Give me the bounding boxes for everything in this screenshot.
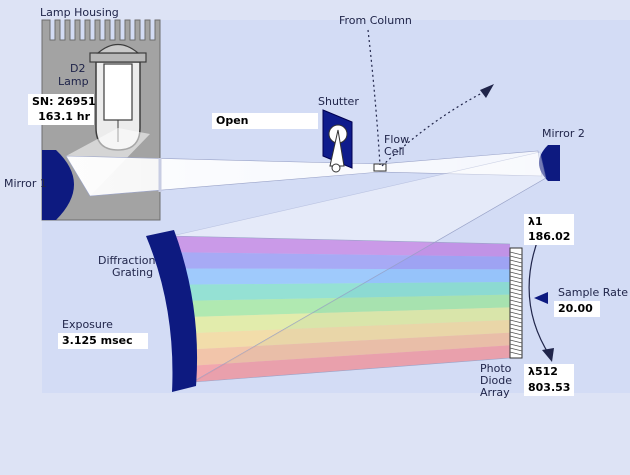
zero-order-ray bbox=[195, 177, 547, 381]
serial-number-value: SN: 26951 bbox=[28, 94, 96, 110]
cell-label: Cell bbox=[384, 145, 405, 158]
eye-icon bbox=[534, 292, 548, 304]
diode-element bbox=[509, 323, 523, 328]
mirror-2-label: Mirror 2 bbox=[542, 127, 585, 140]
diode-label: Diode bbox=[480, 374, 513, 387]
shutter bbox=[322, 109, 353, 173]
flow-cell bbox=[373, 163, 387, 172]
diode-element bbox=[509, 319, 523, 324]
photo-diode-array bbox=[509, 247, 523, 359]
d2-label: D2 bbox=[70, 62, 86, 75]
diode-element bbox=[509, 263, 523, 268]
spectrum-band bbox=[179, 282, 511, 301]
flow-label: Flow bbox=[384, 133, 410, 146]
diode-element bbox=[509, 343, 523, 348]
diode-element bbox=[509, 331, 523, 336]
diode-element bbox=[509, 351, 523, 356]
photo-label: Photo bbox=[480, 362, 512, 375]
mirror-1 bbox=[42, 150, 74, 220]
mirror-2 bbox=[539, 145, 560, 181]
diffraction-label: Diffraction bbox=[98, 254, 156, 267]
lamp-hours-value: 163.1 hr bbox=[28, 109, 94, 125]
spectrum-band bbox=[172, 236, 510, 257]
shutter-state-value: Open bbox=[212, 113, 318, 129]
spectrum-band bbox=[176, 268, 510, 285]
diode-element bbox=[509, 335, 523, 340]
diode-element bbox=[509, 307, 523, 312]
diffraction-grating bbox=[146, 230, 198, 392]
diode-element bbox=[509, 251, 523, 256]
spectrum-band bbox=[191, 345, 511, 382]
diode-element bbox=[509, 303, 523, 308]
diode-element bbox=[509, 267, 523, 272]
outlet-arrow-icon bbox=[480, 84, 494, 98]
diode-element bbox=[509, 283, 523, 288]
diode-element bbox=[509, 279, 523, 284]
diode-element bbox=[509, 315, 523, 320]
diode-element bbox=[509, 347, 523, 352]
lambda512-value[interactable]: 803.53 bbox=[524, 380, 574, 396]
grating-label: Grating bbox=[112, 266, 154, 279]
diode-element bbox=[509, 259, 523, 264]
scan-arrow-down-icon bbox=[542, 348, 554, 362]
diode-element bbox=[509, 287, 523, 292]
diode-element bbox=[509, 295, 523, 300]
spectrum-band bbox=[184, 307, 510, 334]
spectrum-band bbox=[189, 332, 510, 366]
diode-element bbox=[509, 291, 523, 296]
lambda1-label: λ1 bbox=[524, 214, 574, 230]
spectrum-bands bbox=[172, 236, 511, 382]
exposure-value: 3.125 msec bbox=[58, 333, 148, 349]
exposure-label: Exposure bbox=[62, 318, 113, 331]
array-label: Array bbox=[480, 386, 510, 399]
diode-element bbox=[509, 311, 523, 316]
mirror-1-label: Mirror 1 bbox=[4, 177, 47, 190]
sample-rate-value[interactable]: 20.00 bbox=[554, 301, 600, 317]
scan-arc bbox=[528, 233, 551, 357]
spectrum-band bbox=[174, 252, 510, 270]
diode-element bbox=[509, 275, 523, 280]
diode-element bbox=[509, 339, 523, 344]
lambda512-label: λ512 bbox=[524, 364, 574, 380]
shutter-label: Shutter bbox=[318, 95, 359, 108]
diode-element bbox=[509, 299, 523, 304]
lamp-label: Lamp bbox=[58, 75, 89, 88]
diode-element bbox=[509, 255, 523, 260]
spectrum-band bbox=[181, 294, 510, 318]
lamp-housing-label: Lamp Housing bbox=[40, 6, 119, 19]
lambda1-value[interactable]: 186.02 bbox=[524, 229, 574, 245]
spectrum-band bbox=[186, 320, 510, 350]
d2-lamp bbox=[89, 43, 147, 151]
from-column-label: From Column bbox=[339, 14, 412, 27]
sample-rate-label: Sample Rate bbox=[558, 286, 628, 299]
inlet-path bbox=[367, 29, 381, 166]
diode-element bbox=[509, 327, 523, 332]
diode-element bbox=[509, 271, 523, 276]
